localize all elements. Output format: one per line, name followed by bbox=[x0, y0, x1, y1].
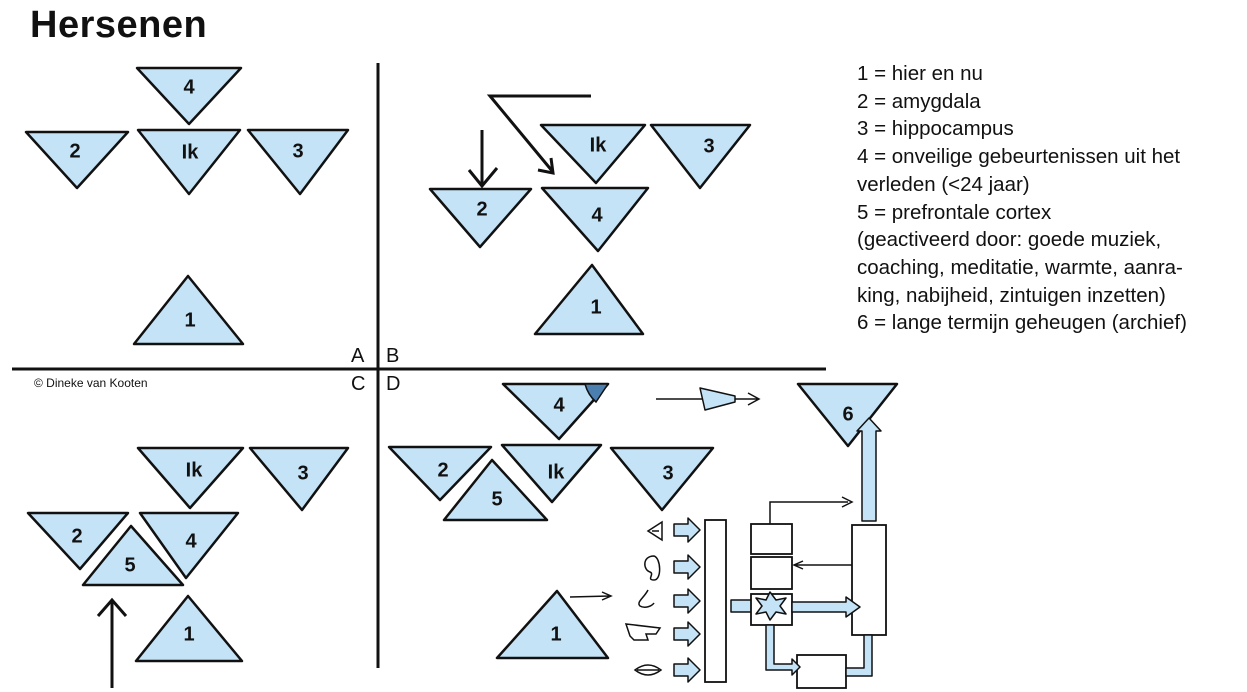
quadrant-label-d: D bbox=[386, 373, 400, 395]
svg-text:4: 4 bbox=[183, 76, 195, 98]
memory-box-bottom bbox=[796, 654, 847, 689]
shaded-corner bbox=[584, 383, 610, 404]
flow-arrow-to-store bbox=[791, 596, 861, 618]
triangle-4: 4 bbox=[138, 511, 240, 580]
legend-item: verleden (<24 jaar) bbox=[857, 172, 1030, 196]
triangle-3: 3 bbox=[248, 446, 350, 512]
triangle-ik: Ik bbox=[500, 443, 603, 504]
svg-text:4: 4 bbox=[591, 204, 603, 226]
sense-arrow-mouth bbox=[673, 657, 701, 683]
svg-text:1: 1 bbox=[183, 623, 194, 645]
triangle-4: 4 bbox=[135, 66, 243, 126]
triangle-2: 2 bbox=[24, 130, 130, 190]
quadrant-label-b: B bbox=[386, 345, 399, 367]
quadrant-a: 4 2 Ik 3 1 bbox=[24, 66, 350, 346]
svg-text:6: 6 bbox=[842, 403, 853, 425]
sensory-register-bar bbox=[704, 519, 727, 683]
svg-text:Ik: Ik bbox=[182, 141, 200, 163]
hand-icon bbox=[624, 623, 662, 641]
connector-return bbox=[792, 560, 852, 570]
svg-text:4: 4 bbox=[185, 530, 197, 552]
triangle-2: 2 bbox=[387, 445, 493, 502]
svg-text:1: 1 bbox=[184, 309, 195, 331]
triangle-1: 1 bbox=[132, 274, 245, 346]
triangle-ik: Ik bbox=[539, 123, 647, 185]
legend-item: 1 = hier en nu bbox=[857, 62, 983, 85]
connector-top bbox=[769, 496, 854, 524]
svg-text:5: 5 bbox=[124, 554, 135, 576]
nose-icon bbox=[638, 589, 655, 608]
memory-funnel bbox=[699, 387, 736, 411]
svg-text:2: 2 bbox=[71, 525, 82, 547]
flow-arrow-down-loop bbox=[765, 624, 801, 676]
sense-arrow-hand bbox=[673, 621, 701, 647]
triangle-3: 3 bbox=[609, 446, 715, 512]
legend-item: 4 = onveilige gebeurtenissen uit het bbox=[857, 145, 1181, 169]
svg-text:Ik: Ik bbox=[186, 459, 204, 481]
legend-item: 2 = amygdala bbox=[857, 89, 981, 113]
triangle-2: 2 bbox=[428, 187, 533, 249]
svg-text:1: 1 bbox=[550, 623, 561, 645]
svg-text:2: 2 bbox=[437, 459, 448, 481]
triangle-1: 1 bbox=[134, 594, 244, 663]
svg-text:5: 5 bbox=[491, 488, 502, 510]
memory-box-middle bbox=[750, 556, 793, 590]
arrow-diagonal bbox=[486, 94, 591, 175]
svg-text:Ik: Ik bbox=[548, 461, 566, 483]
triangle-6: 6 bbox=[796, 382, 899, 448]
sense-arrow-nose bbox=[673, 588, 701, 614]
memory-box-top bbox=[750, 523, 793, 555]
ear-icon bbox=[644, 555, 661, 581]
flow-arrow-store-to-bottom bbox=[845, 634, 873, 677]
flow-arrow-up-to-6 bbox=[856, 417, 882, 522]
triangle-ik: Ik bbox=[136, 128, 242, 196]
svg-text:1: 1 bbox=[590, 296, 601, 318]
svg-text:Ik: Ik bbox=[590, 134, 608, 156]
triangle-1: 1 bbox=[495, 589, 610, 660]
legend-item: 5 = prefrontale cortex bbox=[857, 200, 1052, 224]
svg-text:3: 3 bbox=[297, 462, 308, 484]
triangle-3: 3 bbox=[246, 128, 350, 196]
svg-text:3: 3 bbox=[292, 140, 303, 162]
svg-text:2: 2 bbox=[476, 198, 487, 220]
mouth-icon bbox=[633, 664, 663, 676]
legend-item: 3 = hippocampus bbox=[857, 117, 1014, 141]
copyright-text: © Dineke van Kooten bbox=[34, 376, 148, 390]
sense-arrow-eye bbox=[673, 517, 701, 543]
svg-text:3: 3 bbox=[662, 462, 673, 484]
triangle-4: 4 bbox=[540, 186, 650, 253]
triangle-4: 4 bbox=[501, 382, 610, 441]
triangle-3: 3 bbox=[649, 123, 752, 190]
legend-item: king, nabijheid, zintuigen inzetten) bbox=[857, 283, 1166, 307]
legend-item: coaching, meditatie, warmte, aanra- bbox=[857, 255, 1183, 279]
legend-item: (geactiveerd door: goede muziek, bbox=[857, 228, 1162, 252]
legend-item: 6 = lange termijn geheugen (archief) bbox=[857, 311, 1187, 335]
triangle-5: 5 bbox=[442, 458, 549, 522]
long-term-store-box bbox=[851, 524, 887, 636]
flow-arrow-star bbox=[755, 591, 787, 621]
svg-text:3: 3 bbox=[703, 135, 714, 157]
quadrant-c: Ik 3 2 4 5 1 bbox=[26, 446, 350, 688]
quadrant-d: 4 2 Ik 3 5 1 6 bbox=[387, 382, 899, 689]
svg-text:2: 2 bbox=[69, 140, 80, 162]
triangle-1: 1 bbox=[533, 263, 645, 336]
legend: 1 = hier en nu 2 = amygdala 3 = hippocam… bbox=[857, 60, 1187, 337]
quadrant-label-a: A bbox=[351, 345, 365, 367]
arrow-up bbox=[96, 597, 128, 688]
triangle-2: 2 bbox=[26, 511, 130, 571]
quadrant-label-c: C bbox=[351, 373, 365, 395]
input-arrow bbox=[569, 591, 613, 601]
sense-arrow-ear bbox=[673, 554, 701, 580]
triangle-ik: Ik bbox=[136, 446, 245, 510]
eye-icon bbox=[646, 520, 663, 542]
page-title: Hersenen bbox=[30, 4, 208, 46]
arrow-down bbox=[467, 130, 499, 189]
quadrant-b: Ik 3 2 4 1 bbox=[428, 94, 752, 336]
triangle-5: 5 bbox=[81, 524, 185, 587]
svg-text:4: 4 bbox=[553, 394, 565, 416]
